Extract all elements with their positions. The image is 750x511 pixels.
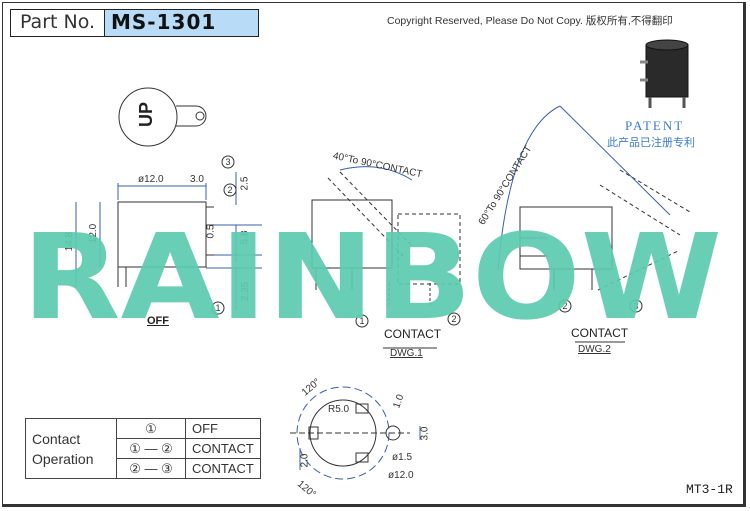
contact-operation-table: Contact Operation ① OFF ① — ② CONTACT ② … — [25, 418, 261, 479]
dwg1-label: CONTACT — [384, 327, 442, 341]
patent-note: 此产品已注册专利 — [607, 137, 695, 149]
dwg2-sub: DWG.2 — [578, 344, 611, 355]
marker-2-b: 2 — [451, 314, 456, 324]
model-code: MT3-1R — [686, 482, 733, 497]
part-number-box: Part No. MS-1301 — [10, 9, 259, 37]
marker-3-a: 3 — [225, 157, 230, 167]
marker-1-a: 1 — [215, 303, 220, 313]
dwg1-sub: DWG.1 — [390, 348, 423, 359]
part-number: MS-1301 — [105, 10, 258, 36]
marker-2-a: 2 — [227, 185, 232, 195]
table-row: ① — [116, 418, 186, 439]
watermark-text: RAINBOW — [22, 208, 722, 346]
dim-3: 3.0 — [190, 174, 204, 185]
bv-r50: R5.0 — [328, 404, 350, 415]
table-row: ① — ② — [116, 438, 186, 459]
marker-1-b: 1 — [359, 316, 364, 326]
patent-title: PATENT — [625, 118, 685, 133]
dim-diameter: ø12.0 — [138, 174, 164, 185]
part-label: Part No. — [11, 10, 105, 36]
table-row: ② — ③ — [116, 458, 186, 479]
marker-2-c: 2 — [562, 301, 567, 311]
copyright-notice: Copyright Reserved, Please Do Not Copy. … — [387, 15, 673, 27]
off-label: OFF — [147, 315, 169, 327]
table-title: Contact Operation — [25, 418, 117, 479]
marker-3-c: 3 — [633, 301, 638, 311]
bv-12-0: ø12.0 — [388, 470, 414, 481]
bv-1-5: ø1.5 — [392, 452, 413, 463]
dwg2-label: CONTACT — [571, 326, 629, 340]
